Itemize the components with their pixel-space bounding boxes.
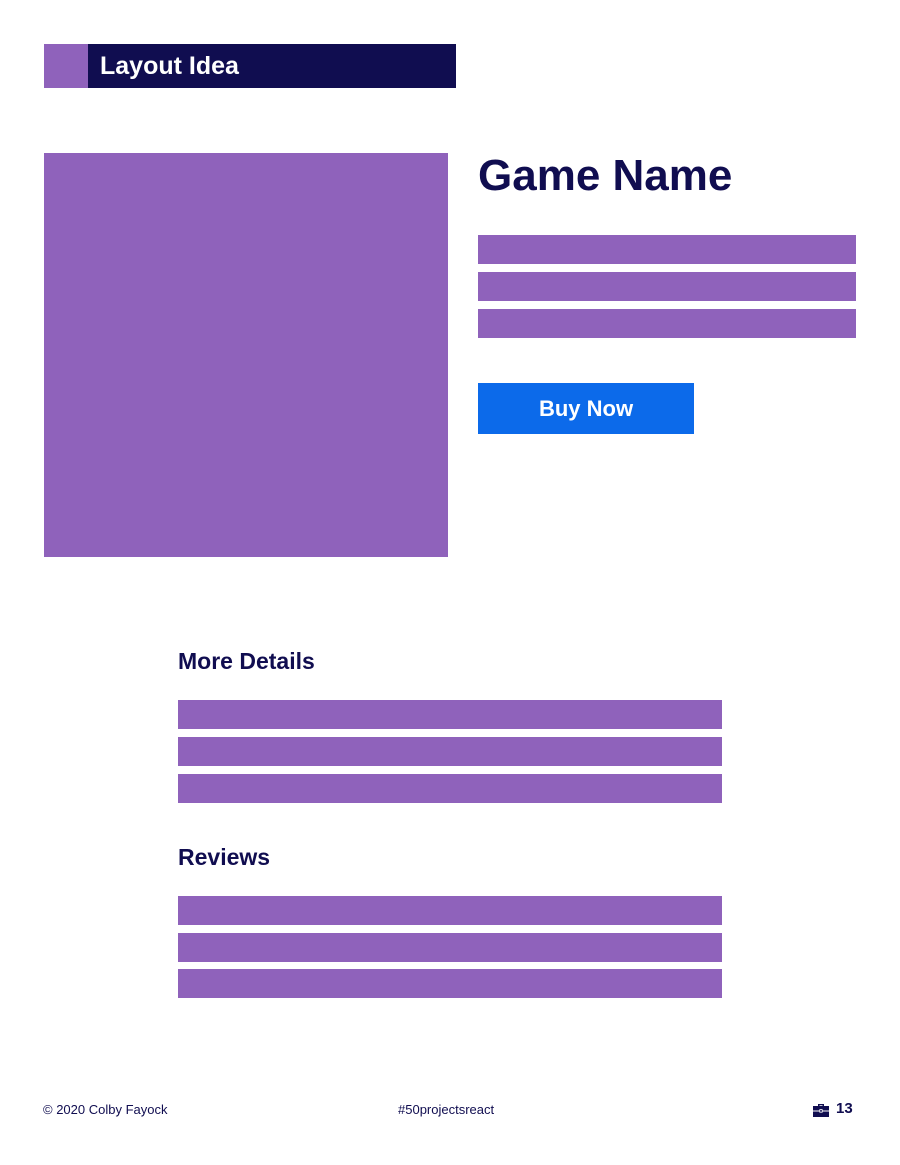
review-line-placeholder <box>178 969 722 998</box>
header-title: Layout Idea <box>88 44 456 88</box>
header-accent-block <box>44 44 88 88</box>
description-line-placeholder <box>478 309 856 338</box>
description-line-placeholder <box>478 235 856 264</box>
buy-now-button[interactable]: Buy Now <box>478 383 694 434</box>
details-line-placeholder <box>178 774 722 803</box>
page-number: 13 <box>836 1100 853 1117</box>
details-line-placeholder <box>178 737 722 766</box>
description-line-placeholder <box>478 272 856 301</box>
more-details-heading: More Details <box>178 648 315 674</box>
game-image-placeholder <box>44 153 448 557</box>
review-line-placeholder <box>178 933 722 962</box>
details-line-placeholder <box>178 700 722 729</box>
footer-copyright: © 2020 Colby Fayock <box>43 1102 168 1117</box>
footer-hashtag: #50projectsreact <box>398 1102 495 1117</box>
review-line-placeholder <box>178 896 722 925</box>
reviews-heading: Reviews <box>178 844 271 870</box>
briefcase-icon <box>813 1104 829 1117</box>
game-title: Game Name <box>478 151 733 200</box>
